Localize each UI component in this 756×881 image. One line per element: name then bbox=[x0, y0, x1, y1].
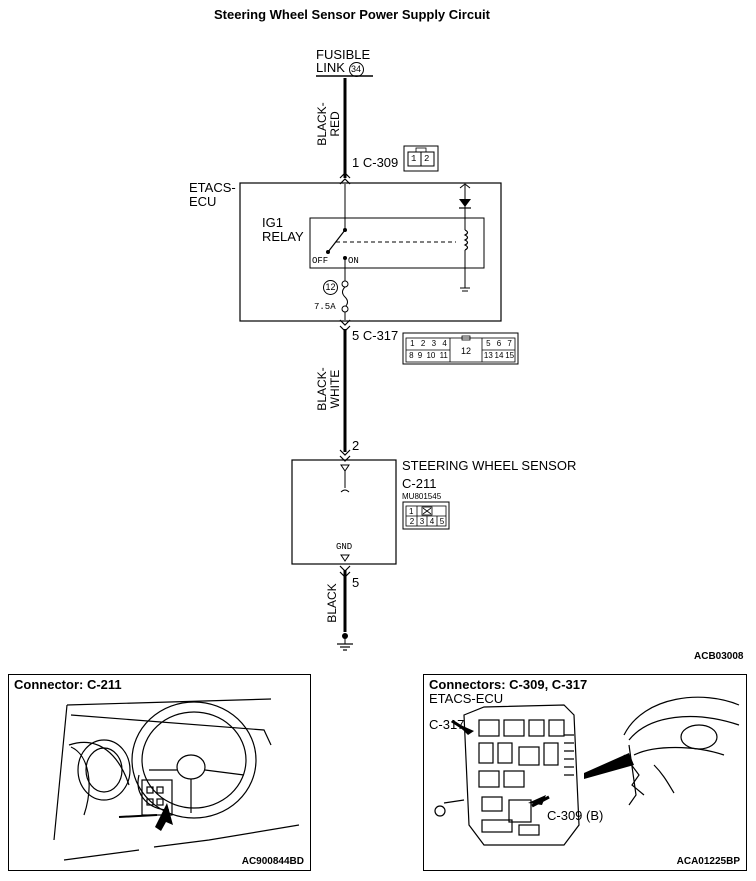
c317-face bbox=[402, 332, 519, 365]
c309-pin-label: 1 C-309 bbox=[352, 155, 399, 170]
sensor-connector: C-211 bbox=[402, 476, 437, 491]
sensor-pin-in: 2 bbox=[352, 438, 360, 453]
figure-id: ACB03008 bbox=[694, 651, 744, 662]
c309-face bbox=[403, 145, 439, 172]
c211-cell-1: 1 bbox=[409, 507, 414, 516]
etacs-ecu-illustration bbox=[434, 696, 740, 846]
c317-mid-cell: 12 bbox=[461, 346, 472, 356]
c211-face bbox=[402, 501, 450, 530]
wire-color-label-black: BLACK bbox=[325, 583, 339, 623]
relay-off-label: OFF bbox=[312, 256, 329, 266]
panel-left-title: Connector: C-211 bbox=[14, 677, 122, 692]
fusible-link-label-2: LINK 34 bbox=[316, 60, 364, 77]
panel-right-id: ACA01225BP bbox=[676, 856, 740, 867]
panel-right-title: Connectors: C-309, C-317 bbox=[429, 677, 588, 692]
diagram-title: Steering Wheel Sensor Power Supply Circu… bbox=[214, 7, 490, 22]
ig1-relay-box bbox=[309, 217, 485, 269]
etacs-ecu-box bbox=[239, 182, 502, 322]
fuse-number: 12 bbox=[323, 280, 338, 295]
sensor-pin-out: 5 bbox=[352, 575, 360, 590]
connector-c309-c317-panel: Connectors: C-309, C-317 ETACS-ECU C-317… bbox=[423, 674, 747, 871]
etacs-label-2: ECU bbox=[189, 194, 217, 209]
c317-pin-label: 5 C-317 bbox=[352, 328, 399, 343]
sensor-name: STEERING WHEEL SENSOR bbox=[402, 458, 577, 473]
fuse-rating: 7.5A bbox=[314, 302, 336, 312]
c309-cell-1: 1 bbox=[411, 154, 417, 164]
steering-wheel-sensor-box bbox=[291, 459, 397, 565]
connector-marks bbox=[339, 172, 351, 578]
label-c309: C-309 (B) bbox=[547, 808, 604, 823]
sensor-gnd-label: GND bbox=[336, 542, 353, 552]
sensor-part-number: MU801545 bbox=[402, 492, 442, 501]
panel-left-id: AC900844BD bbox=[241, 856, 304, 867]
connector-c211-panel: Connector: C-211 AC900844BD bbox=[8, 674, 311, 871]
fusible-link-label: FUSIBLE bbox=[316, 47, 371, 62]
wire-color-label-black-red: BLACK-RED bbox=[315, 102, 342, 146]
panel-right-subtitle: ETACS-ECU bbox=[429, 691, 504, 706]
steering-wheel-illustration bbox=[53, 698, 300, 861]
wire-color-label-black-white: BLACK-WHITE bbox=[315, 367, 342, 411]
label-c317: C-317 bbox=[429, 717, 465, 732]
relay-on-label: ON bbox=[348, 256, 359, 266]
c309-cell-2: 2 bbox=[424, 154, 430, 164]
etacs-label-1: ETACS- bbox=[189, 180, 236, 195]
relay-label-2: RELAY bbox=[262, 229, 304, 244]
fusible-link-number: 34 bbox=[348, 62, 364, 77]
pointer-arrow-c211 bbox=[155, 803, 173, 831]
relay-label-1: IG1 bbox=[262, 215, 283, 230]
